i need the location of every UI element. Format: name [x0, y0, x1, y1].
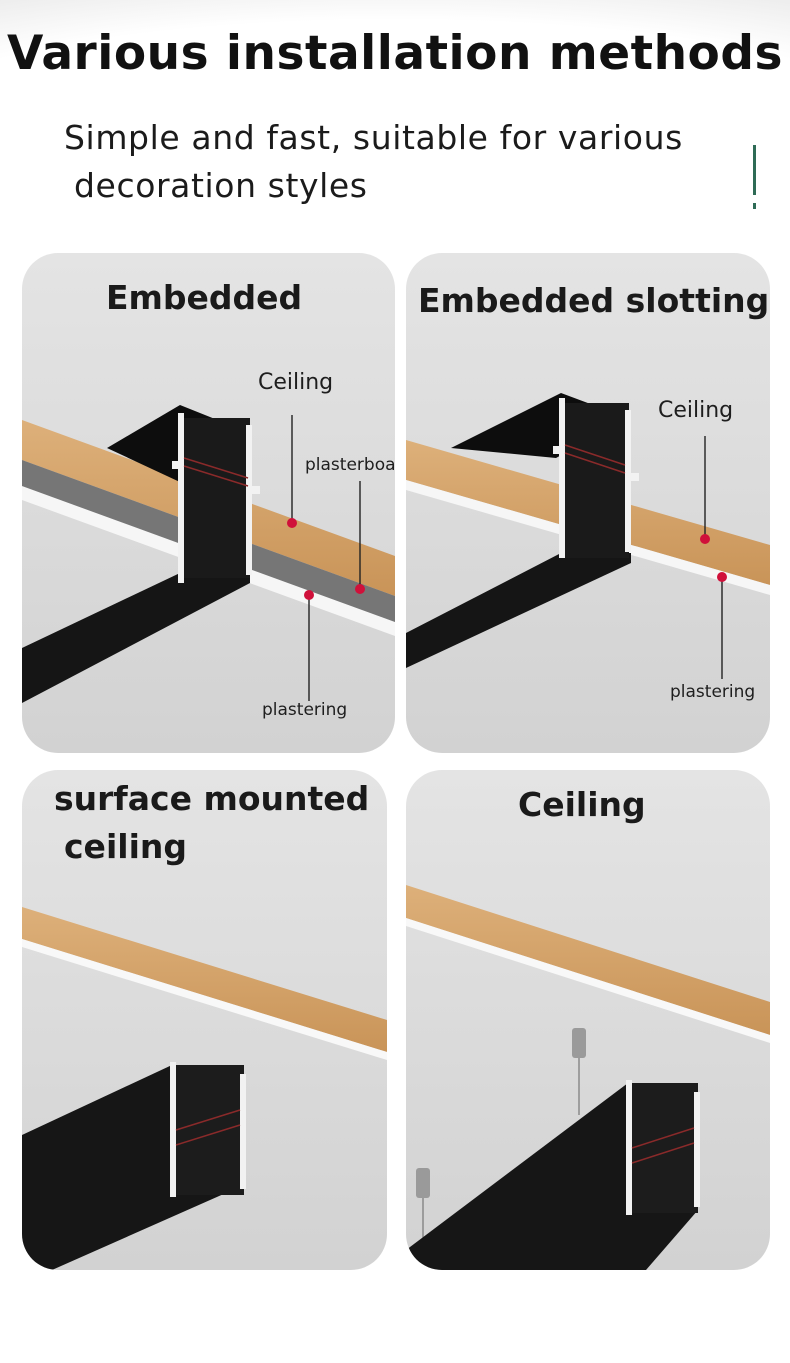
panel-embedded-slotting: Embedded slotting Ceiling plastering [406, 253, 770, 753]
header-background [0, 0, 790, 118]
surface-mounted-illustration [22, 907, 387, 1270]
plasterboard-marker-dot [355, 584, 365, 594]
panel-embedded: Embedded Ceiling plasterboard plastering [22, 253, 395, 753]
panel-ceiling: Ceiling [406, 770, 770, 1270]
track-profile [561, 403, 629, 558]
track-profile [628, 1083, 698, 1213]
subtitle-line-1: Simple and fast, suitable for various [64, 118, 683, 157]
page-subtitle: Simple and fast, suitable for various de… [64, 114, 744, 210]
label-ceiling: Ceiling [658, 398, 734, 423]
ceiling-edge [406, 918, 770, 1043]
panel-title-surface-mounted-line-2: ceiling [64, 827, 187, 866]
panel-surface-mounted-ceiling: surface mounted ceiling [22, 770, 387, 1270]
label-plastering: plastering [262, 700, 348, 720]
track-profile [172, 1065, 244, 1195]
track-body [22, 573, 250, 703]
label-plastering: plastering [670, 682, 756, 702]
plastering-marker-dot [717, 572, 727, 582]
plastering-marker-dot [304, 590, 314, 600]
panel-title-embedded: Embedded [106, 278, 303, 317]
embedded-illustration [22, 405, 395, 703]
panel-title-embedded-slotting: Embedded slotting [418, 281, 770, 320]
track-profile [180, 418, 250, 578]
suspended-ceiling-illustration [406, 885, 770, 1270]
ceiling-marker-dot [287, 518, 297, 528]
suspension-mount-left [416, 1168, 430, 1198]
page-title: Various installation methods [7, 26, 783, 81]
ceiling-wood-strip [406, 885, 770, 1035]
track-body [406, 553, 631, 668]
track-body [406, 1083, 698, 1270]
embedded-slotting-illustration [406, 393, 770, 679]
ceiling-wood-strip [22, 907, 387, 1052]
ceiling-marker-dot [700, 534, 710, 544]
accent-bar [753, 145, 756, 195]
panel-title-surface-mounted-line-1: surface mounted [54, 779, 370, 818]
ceiling-edge [22, 939, 387, 1060]
label-plasterboard: plasterboard [305, 455, 395, 475]
panel-title-ceiling: Ceiling [518, 785, 646, 824]
suspension-mount-right [572, 1028, 586, 1058]
label-ceiling: Ceiling [258, 370, 334, 395]
accent-dot [753, 203, 756, 209]
subtitle-line-2: decoration styles [74, 166, 368, 205]
